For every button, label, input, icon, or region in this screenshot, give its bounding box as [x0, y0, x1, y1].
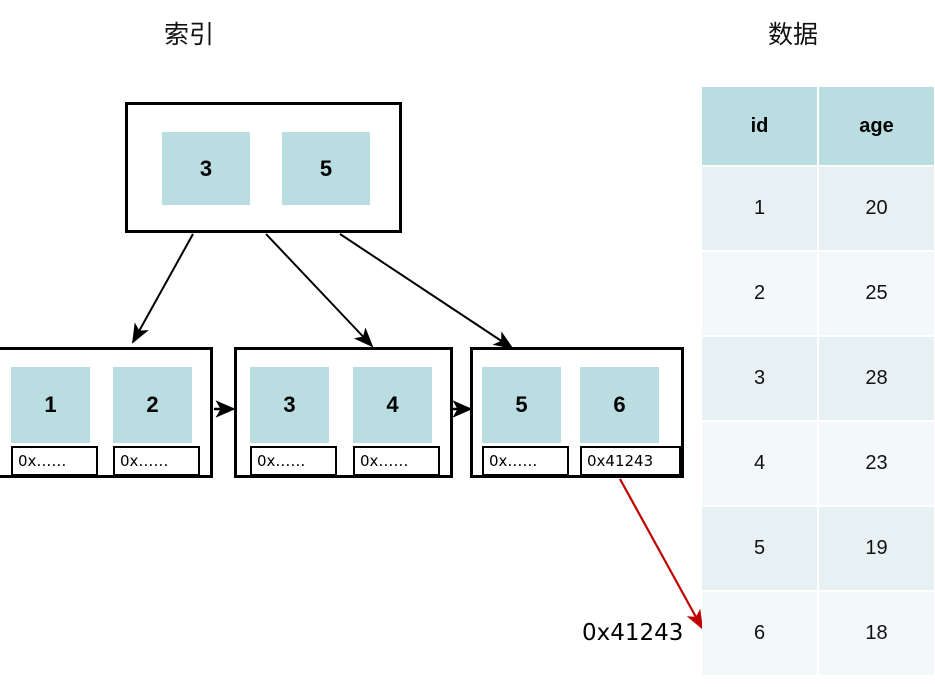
- leaf-pointer-cell[interactable]: 0x……: [11, 446, 98, 476]
- cell-age: 19: [819, 507, 934, 590]
- leaf-key-cell[interactable]: 1: [11, 367, 90, 443]
- leaf-key-cell[interactable]: 4: [353, 367, 432, 443]
- index-section-title: 索引: [164, 20, 215, 49]
- table-row[interactable]: 5 19: [702, 507, 934, 590]
- root-node[interactable]: 3 5: [125, 102, 402, 233]
- root-key-cell[interactable]: 3: [162, 132, 250, 205]
- cell-age: 23: [819, 422, 934, 505]
- cell-id: 3: [702, 337, 817, 420]
- cell-age: 25: [819, 252, 934, 335]
- edge-root-to-leaf-2: [265, 233, 374, 348]
- cell-id: 4: [702, 422, 817, 505]
- leaf-key-cell[interactable]: 6: [580, 367, 659, 443]
- leaf-node-1[interactable]: 1 0x…… 2 0x……: [0, 347, 213, 478]
- leaf-node-2[interactable]: 3 0x…… 4 0x……: [234, 347, 453, 478]
- leaf-pointer-cell[interactable]: 0x……: [113, 446, 200, 476]
- table-header-row: id age: [702, 87, 934, 165]
- leaf-key-cell[interactable]: 3: [250, 367, 329, 443]
- pointer-address-label: 0x41243: [582, 620, 684, 646]
- data-table: id age 1 20 2 25 3 28 4 23 5 19: [700, 85, 935, 677]
- leaf-pointer-cell-address[interactable]: 0x41243: [580, 446, 681, 476]
- root-key-cell[interactable]: 5: [282, 132, 370, 205]
- table-row[interactable]: 2 25: [702, 252, 934, 335]
- leaf-pointer-cell[interactable]: 0x……: [353, 446, 440, 476]
- leaf-key-cell[interactable]: 5: [482, 367, 561, 443]
- cell-age: 28: [819, 337, 934, 420]
- cell-age: 20: [819, 167, 934, 250]
- leaf-node-3[interactable]: 5 0x…… 6 0x41243: [470, 347, 684, 478]
- column-header-id: id: [702, 87, 817, 165]
- table-row[interactable]: 4 23: [702, 422, 934, 505]
- table-row[interactable]: 1 20: [702, 167, 934, 250]
- cell-id: 1: [702, 167, 817, 250]
- edge-pointer-to-data-row: [619, 478, 704, 630]
- data-section-title: 数据: [768, 20, 819, 49]
- table-row[interactable]: 3 28: [702, 337, 934, 420]
- cell-id: 2: [702, 252, 817, 335]
- edge-root-to-leaf-3: [339, 233, 514, 350]
- cell-age: 18: [819, 592, 934, 675]
- cell-id: 6: [702, 592, 817, 675]
- leaf-key-cell[interactable]: 2: [113, 367, 192, 443]
- leaf-pointer-cell[interactable]: 0x……: [482, 446, 569, 476]
- table-row[interactable]: 6 18: [702, 592, 934, 675]
- leaf-pointer-cell[interactable]: 0x……: [250, 446, 337, 476]
- cell-id: 5: [702, 507, 817, 590]
- edge-root-to-leaf-1: [132, 233, 194, 344]
- column-header-age: age: [819, 87, 934, 165]
